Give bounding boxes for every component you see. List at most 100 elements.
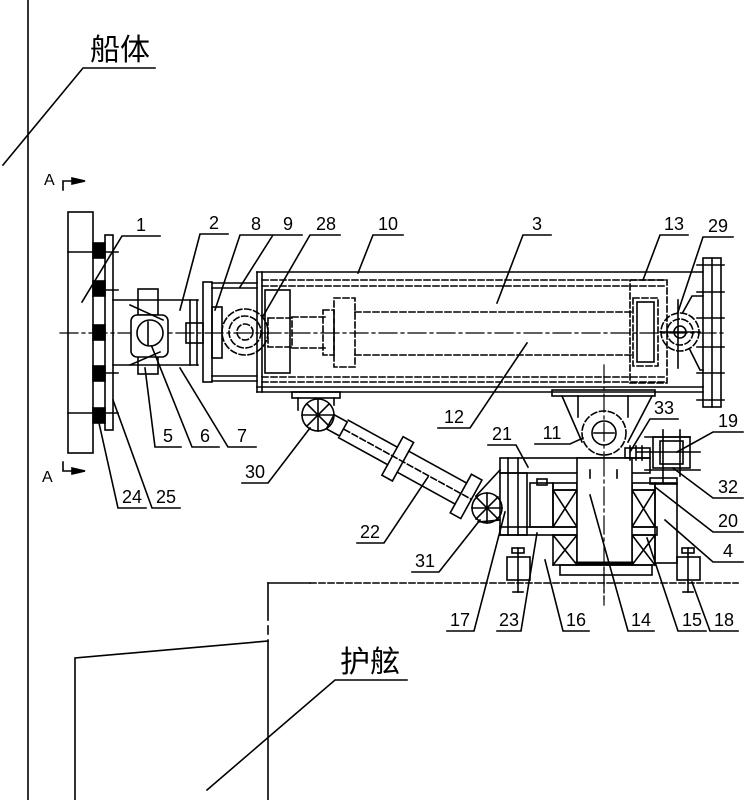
- section-letter: A: [42, 469, 53, 486]
- bracket-plate: [291, 391, 341, 399]
- callout-7: 7: [178, 366, 257, 448]
- callouts: 1 2 8 9 28 10 3 13 29 5 6 7 24 25 30 22 …: [80, 213, 744, 632]
- base-bottom: [559, 564, 653, 576]
- fender-leader: [205, 679, 408, 792]
- support-leg: [626, 394, 654, 444]
- leader-line: [238, 234, 303, 289]
- hinge-arm: [688, 348, 704, 371]
- fender-outline: 护舷: [74, 582, 739, 800]
- fender-label: 护舷: [340, 645, 400, 680]
- rear-end: [629, 257, 725, 408]
- leader-line: [356, 234, 404, 275]
- callout-number: 5: [163, 426, 173, 446]
- section-marker-bottom: A: [42, 461, 86, 486]
- box-16: [529, 482, 554, 528]
- callout-10: 10: [356, 214, 404, 275]
- leader-line: [671, 466, 744, 499]
- lower-bracket-30: [291, 391, 341, 432]
- bearing-x: [630, 533, 657, 567]
- hull-leader: [1, 67, 156, 167]
- barrel-wall: [396, 471, 457, 506]
- callout-33: 33: [628, 398, 679, 454]
- hinge-28-mid: [228, 315, 262, 349]
- leader-line: [495, 234, 552, 305]
- leader-line: [213, 234, 273, 312]
- luffing-cylinder: [325, 413, 484, 520]
- callout-12: 12: [437, 341, 529, 429]
- callout-16: 16: [544, 559, 590, 632]
- barrel-wall: [407, 450, 468, 485]
- slewing-pedestal: [499, 457, 678, 601]
- clevis-ear-top: [137, 288, 159, 316]
- arrow-right-icon: [71, 466, 86, 476]
- callout-number: 9: [283, 214, 293, 234]
- leader-line: [80, 235, 161, 304]
- callout-number: 14: [631, 610, 651, 630]
- callout-number: 30: [245, 462, 265, 482]
- anchor-bolt-left: [506, 547, 531, 593]
- callout-22: 22: [356, 475, 430, 544]
- fender-profile: [74, 640, 269, 800]
- joint-bracket: [477, 519, 501, 523]
- hull: 船体: [1, 0, 156, 800]
- callout-number: 21: [492, 424, 512, 444]
- callout-number: 32: [718, 477, 738, 497]
- leader-line: [144, 367, 182, 448]
- joint-spoke: [305, 402, 331, 428]
- callout-number: 25: [156, 487, 176, 507]
- block-4: [654, 482, 678, 564]
- clevis-pin: [136, 319, 164, 347]
- leader-line: [628, 418, 679, 454]
- callout-29: 29: [676, 216, 734, 314]
- callout-1: 1: [80, 215, 161, 304]
- callout-number: 28: [316, 214, 336, 234]
- support-leg: [560, 394, 584, 444]
- rod-wall: [337, 436, 389, 466]
- callout-14: 14: [589, 494, 655, 632]
- hull-label: 船体: [90, 33, 150, 68]
- section-letter: A: [44, 172, 55, 189]
- bearing-x: [551, 533, 579, 567]
- anchor-bolt-right: [676, 547, 701, 593]
- sleeve-13: [629, 279, 668, 384]
- cylinder-axis: [343, 428, 473, 501]
- leader-line: [676, 236, 734, 314]
- hinge-arm: [681, 295, 704, 314]
- rubber-block: [92, 280, 106, 297]
- leader-line: [534, 436, 585, 445]
- callout-19: 19: [675, 411, 744, 454]
- frame-plate: [202, 281, 213, 383]
- leader-line: [675, 431, 744, 454]
- callout-31: 31: [411, 518, 482, 573]
- callout-17: 17: [446, 511, 506, 632]
- leader-line: [589, 494, 655, 632]
- callout-number: 12: [444, 407, 464, 427]
- piston: [333, 297, 356, 368]
- callout-23: 23: [496, 532, 538, 632]
- bearing-left-lower: [551, 533, 579, 567]
- leader-line: [411, 518, 482, 573]
- leader-line: [111, 398, 181, 509]
- callout-number: 33: [654, 398, 674, 418]
- callout-number: 15: [682, 610, 702, 630]
- bearing-x: [630, 488, 657, 529]
- shaft-33: [624, 447, 651, 459]
- leader-line: [179, 233, 229, 311]
- callout-28: 28: [260, 214, 341, 320]
- callout-number: 1: [136, 215, 146, 235]
- left-block: [499, 472, 528, 536]
- callout-number: 10: [378, 214, 398, 234]
- rear-piston-core: [636, 301, 655, 363]
- bearing-right-upper: [630, 488, 657, 529]
- callout-number: 16: [566, 610, 586, 630]
- fender-pad-assembly: [67, 211, 119, 454]
- cylinder-eye: [325, 413, 349, 438]
- cylinder-frame: [202, 281, 269, 383]
- callout-30: 30: [241, 426, 312, 484]
- outer-tube: [256, 271, 704, 393]
- box-bolt: [536, 478, 548, 486]
- callout-8: 8: [213, 214, 273, 312]
- callout-number: 17: [450, 610, 470, 630]
- callout-number: 29: [708, 216, 728, 236]
